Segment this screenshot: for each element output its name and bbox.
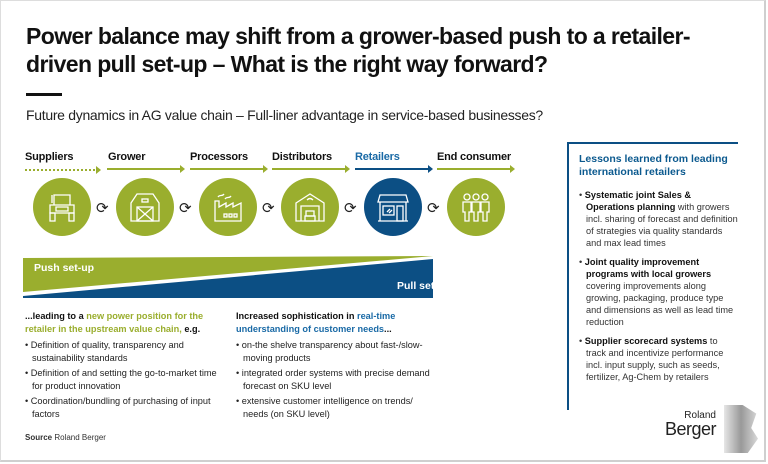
- lesson-item: • Systematic joint Sales & Operations pl…: [579, 190, 738, 248]
- end-consumer-circle: [447, 178, 505, 236]
- exchange-icon: ⟳: [344, 200, 357, 217]
- stage-label-suppliers: Suppliers: [25, 151, 74, 163]
- heading-text: ...leading to a: [25, 311, 87, 321]
- push-label: Push set-up: [34, 262, 95, 274]
- stage-label-retailers: Retailers: [355, 151, 400, 163]
- panel-title: Lessons learned from leading internation…: [579, 153, 728, 178]
- pull-wedge: [23, 259, 433, 298]
- source-note: Source Roland Berger: [25, 433, 106, 442]
- processors-circle: [199, 178, 257, 236]
- lesson-item: • Supplier scorecard systems to track an…: [579, 336, 724, 382]
- heading-highlight: new power position for the retailer in t…: [25, 311, 204, 334]
- factory-icon: [214, 193, 242, 222]
- list-item: • Definition of and setting the go-to-ma…: [25, 368, 217, 391]
- push-pull-wedge: [23, 256, 433, 298]
- page-subtitle: Future dynamics in AG value chain – Full…: [26, 107, 543, 123]
- exchange-icon: ⟳: [262, 200, 275, 217]
- right-column: Increased sophistication in real-time un…: [236, 310, 436, 423]
- heading-text: Increased sophistication in: [236, 311, 357, 321]
- logo-text: Roland: [684, 410, 716, 421]
- list-item: • extensive customer intelligence on tre…: [236, 396, 413, 419]
- title-rule: [26, 93, 62, 96]
- flow-arrow: [272, 165, 350, 173]
- logo-text: Berger: [664, 419, 717, 439]
- heading-text: ...: [384, 323, 392, 334]
- list-item: • Coordination/bundling of purchasing of…: [25, 396, 211, 419]
- exchange-icon: ⟳: [179, 200, 192, 217]
- right-heading: Increased sophistication in real-time un…: [236, 310, 436, 335]
- flow-arrow-blue: [355, 165, 433, 173]
- lessons-panel: Lessons learned from leading internation…: [567, 142, 738, 410]
- lesson-item: • Joint quality improvement programs wit…: [579, 257, 734, 327]
- left-column: ...leading to a new power position for t…: [25, 310, 225, 423]
- warehouse-icon: [295, 193, 325, 222]
- page-title: Power balance may shift from a grower-ba…: [26, 23, 691, 77]
- roland-berger-logo: Roland Berger: [658, 405, 760, 455]
- left-heading: ...leading to a new power position for t…: [25, 310, 225, 335]
- people-icon: [462, 193, 490, 222]
- flow-arrow: [107, 165, 185, 173]
- distributors-circle: [281, 178, 339, 236]
- pull-label: Pull set-up: [397, 280, 451, 292]
- stage-label-distributors: Distributors: [272, 151, 332, 163]
- flow-arrow: [437, 165, 515, 173]
- stage-label-grower: Grower: [108, 151, 146, 163]
- grower-circle: [116, 178, 174, 236]
- logo-b-mark: [724, 405, 758, 453]
- stage-label-processors: Processors: [190, 151, 248, 163]
- list-item: • Definition of quality, transparency an…: [25, 340, 184, 363]
- suppliers-circle: [33, 178, 91, 236]
- list-item: • on-the shelve transparency about fast-…: [236, 340, 423, 363]
- exchange-icon: ⟳: [96, 200, 109, 217]
- store-icon: [377, 194, 409, 222]
- flow-arrow-dotted: [25, 166, 101, 174]
- list-item: • integrated order systems with precise …: [236, 368, 430, 391]
- tractor-icon: [49, 194, 75, 222]
- retailers-circle: [364, 178, 422, 236]
- heading-highlight: real-time understanding of customer need…: [236, 311, 396, 334]
- heading-text: e.g.: [181, 323, 201, 334]
- flow-arrow: [190, 165, 268, 173]
- stage-label-end-consumer: End consumer: [437, 151, 512, 163]
- push-wedge: [23, 256, 433, 292]
- exchange-icon: ⟳: [427, 200, 440, 217]
- barn-icon: [130, 193, 160, 222]
